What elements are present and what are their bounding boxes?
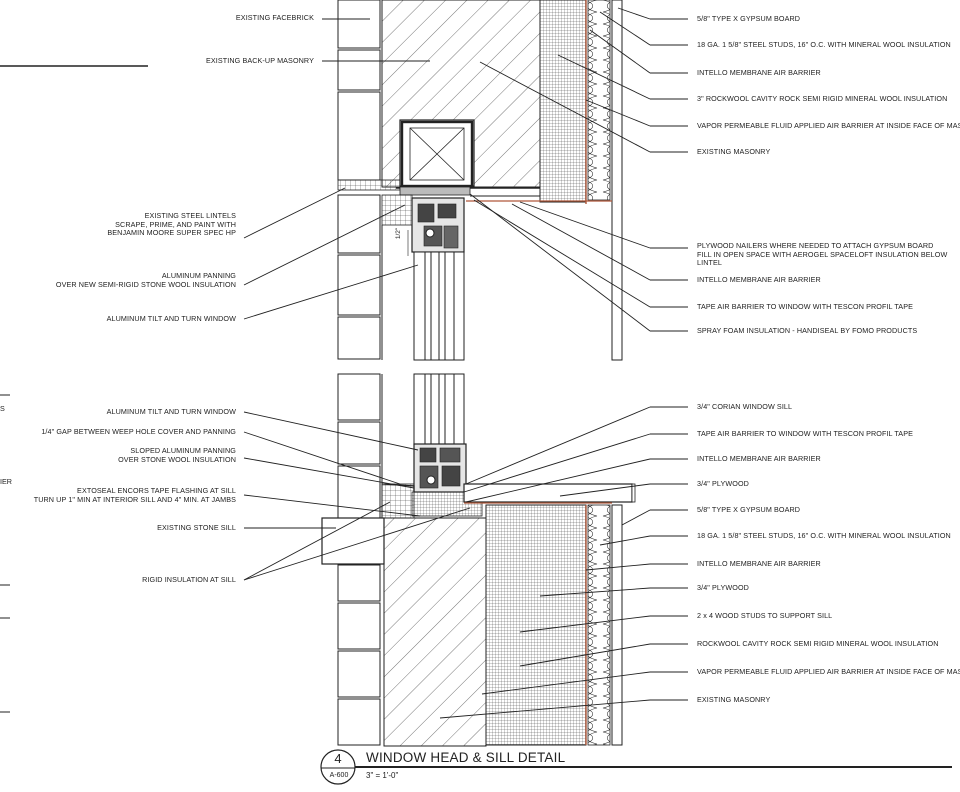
sill-label-right: TAPE AIR BARRIER TO WINDOW WITH TESCON P… [697, 429, 913, 438]
left-edge-fragment-1: S [0, 404, 5, 413]
sill-backup-masonry [383, 517, 487, 747]
sill-insulation-and-panning [381, 483, 483, 519]
head-label-left: ALUMINUM PANNING OVER NEW SEMI-RIGID STO… [55, 271, 236, 289]
drawing-title: WINDOW HEAD & SILL DETAIL [366, 750, 566, 765]
sill-stone-sill [321, 517, 385, 565]
head-facebrick [337, 0, 381, 360]
head-window-section [381, 194, 465, 361]
sill-interior-layers [485, 504, 623, 746]
sill-facebrick [337, 373, 381, 746]
head-label-left: EXISTING BACK-UP MASONRY [206, 56, 314, 65]
sill-label-right: INTELLO MEMBRANE AIR BARRIER [697, 454, 821, 463]
sheet-reference: A-600 [329, 772, 349, 779]
sill-label-right: 3/4" PLYWOOD [697, 479, 749, 488]
sill-corian-and-plywood [463, 483, 636, 504]
head-lintel-flashing [337, 179, 471, 196]
head-label-left: EXISTING FACEBRICK [235, 13, 314, 22]
sill-label-right: 18 GA. 1 5/8" STEEL STUDS, 16" O.C. WITH… [697, 531, 951, 540]
head-label-right: PLYWOOD NAILERS WHERE NEEDED TO ATTACH G… [697, 241, 948, 268]
head-label-left: ALUMINUM TILT AND TURN WINDOW [106, 314, 236, 323]
sill-label-right: EXISTING MASONRY [697, 695, 771, 704]
head-label-right: INTELLO MEMBRANE AIR BARRIER [697, 68, 821, 77]
head-label-right: 18 GA. 1 5/8" STEEL STUDS, 16" O.C. WITH… [697, 40, 951, 49]
head-label-right: 5/8" TYPE X GYPSUM BOARD [697, 14, 801, 23]
head-label-right: SPRAY FOAM INSULATION - HANDISEAL BY FOM… [697, 326, 918, 335]
detail-number: 4 [334, 751, 342, 766]
head-label-right: INTELLO MEMBRANE AIR BARRIER [697, 275, 821, 284]
head-label-right: TAPE AIR BARRIER TO WINDOW WITH TESCON P… [697, 302, 913, 311]
sill-label-left: EXTOSEAL ENCORS TAPE FLASHING AT SILL TU… [33, 486, 236, 504]
sill-label-left: SLOPED ALUMINUM PANNING OVER STONE WOOL … [118, 446, 236, 464]
sill-label-left: ALUMINUM TILT AND TURN WINDOW [106, 407, 236, 416]
drawing-scale: 3" = 1'-0" [366, 771, 399, 780]
head-interior-layers [466, 0, 623, 361]
sill-label-right: INTELLO MEMBRANE AIR BARRIER [697, 559, 821, 568]
head-label-right: 3" ROCKWOOL CAVITY ROCK SEMI RIGID MINER… [697, 94, 948, 103]
sill-label-left: EXISTING STONE SILL [157, 523, 236, 532]
sill-label-right: 3/4" PLYWOOD [697, 583, 749, 592]
head-label-right: VAPOR PERMEABLE FLUID APPLIED AIR BARRIE… [697, 121, 960, 130]
sill-label-right: VAPOR PERMEABLE FLUID APPLIED AIR BARRIE… [697, 667, 960, 676]
sill-label-left: 1/4" GAP BETWEEN WEEP HOLE COVER AND PAN… [41, 427, 236, 436]
sill-label-right: ROCKWOOL CAVITY ROCK SEMI RIGID MINERAL … [697, 639, 939, 648]
sill-label-right: 3/4" CORIAN WINDOW SILL [697, 402, 793, 411]
sill-label-right: 2 x 4 WOOD STUDS TO SUPPORT SILL [697, 611, 833, 620]
left-border-fragments [0, 65, 148, 713]
leader-lines [243, 7, 688, 719]
title-block [320, 749, 952, 785]
head-label-right: EXISTING MASONRY [697, 147, 771, 156]
head-label-left: EXISTING STEEL LINTELS SCRAPE, PRIME, AN… [107, 211, 236, 238]
sill-label-right: 5/8" TYPE X GYPSUM BOARD [697, 505, 801, 514]
dimension-label: 1/2" [395, 227, 403, 240]
left-edge-fragment-2: IER [0, 477, 12, 486]
sill-label-left: RIGID INSULATION AT SILL [142, 575, 236, 584]
